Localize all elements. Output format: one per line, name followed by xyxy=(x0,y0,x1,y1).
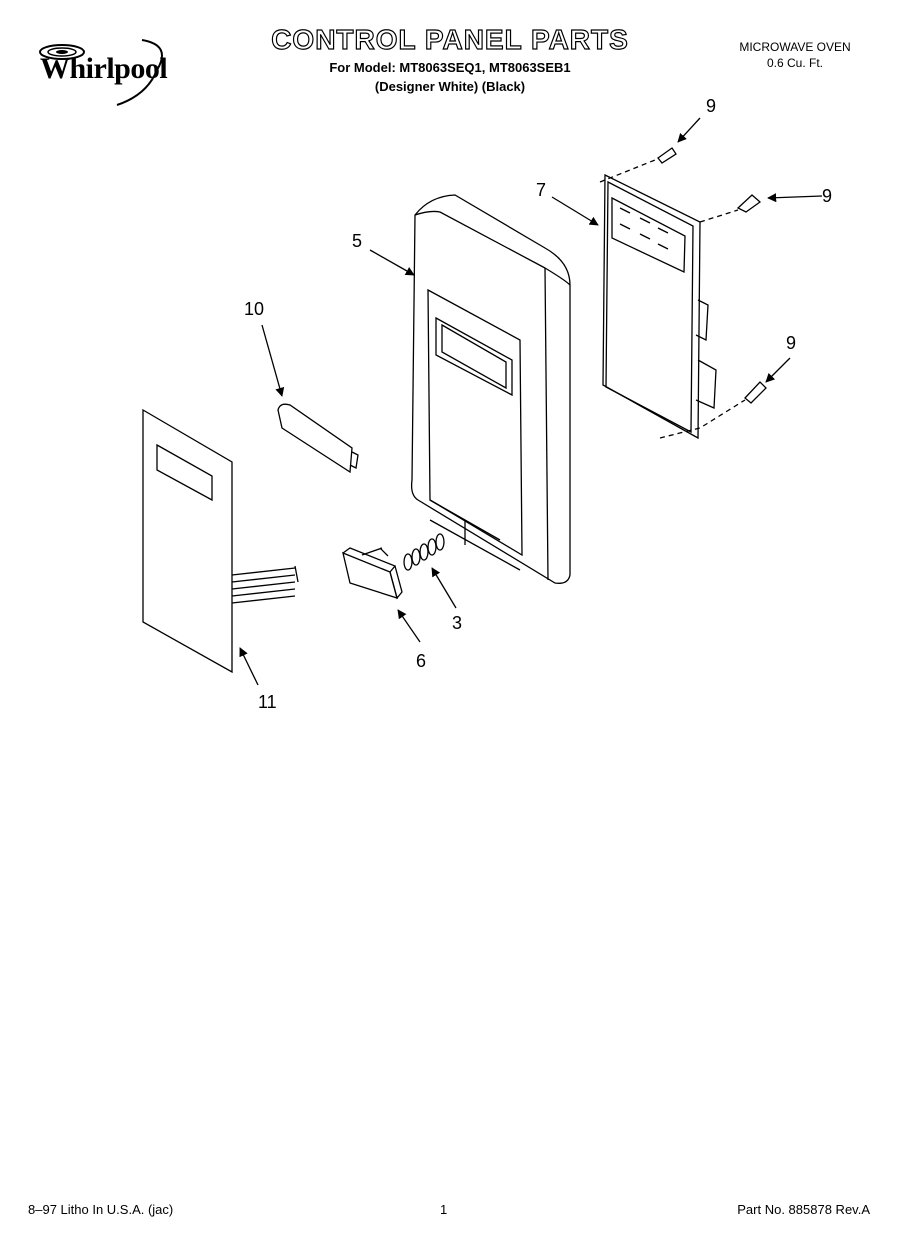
callout-7: 7 xyxy=(536,180,547,200)
page-number: 1 xyxy=(440,1202,448,1217)
part-7-control-board xyxy=(602,173,717,440)
part-9-screw-lower xyxy=(744,381,767,404)
callout-9-top: 9 xyxy=(706,96,717,116)
whirlpool-logo xyxy=(39,39,163,106)
part-9-screw-right xyxy=(736,194,762,213)
footer-litho: 8–97 Litho In U.S.A. (jac) xyxy=(28,1202,174,1217)
product-capacity: 0.6 Cu. Ft. xyxy=(766,56,824,70)
callout-5: 5 xyxy=(352,231,363,251)
product-type: MICROWAVE OVEN xyxy=(739,40,851,54)
part-9-screw-top xyxy=(657,147,677,164)
part-5-control-panel-frame xyxy=(410,194,571,584)
callout-6: 6 xyxy=(416,651,427,671)
callout-9-lower: 9 xyxy=(786,333,797,353)
part-11-touch-panel xyxy=(142,408,299,674)
page-title: CONTROL PANEL PARTS xyxy=(271,23,629,55)
brand-wordmark: Whirlpool xyxy=(40,52,168,85)
part-3-spring xyxy=(403,533,445,571)
callout-3: 3 xyxy=(452,613,463,633)
callout-9-right: 9 xyxy=(822,186,833,206)
part-10-display-window xyxy=(277,403,359,474)
part-number: Part No. 885878 Rev.A xyxy=(737,1202,870,1217)
part-6-push-button xyxy=(342,547,403,600)
callout-11: 11 xyxy=(258,692,277,712)
model-line: For Model: MT8063SEQ1, MT8063SEB1 xyxy=(329,60,571,75)
color-line: (Designer White) (Black) xyxy=(374,79,526,94)
callout-10: 10 xyxy=(244,299,265,319)
